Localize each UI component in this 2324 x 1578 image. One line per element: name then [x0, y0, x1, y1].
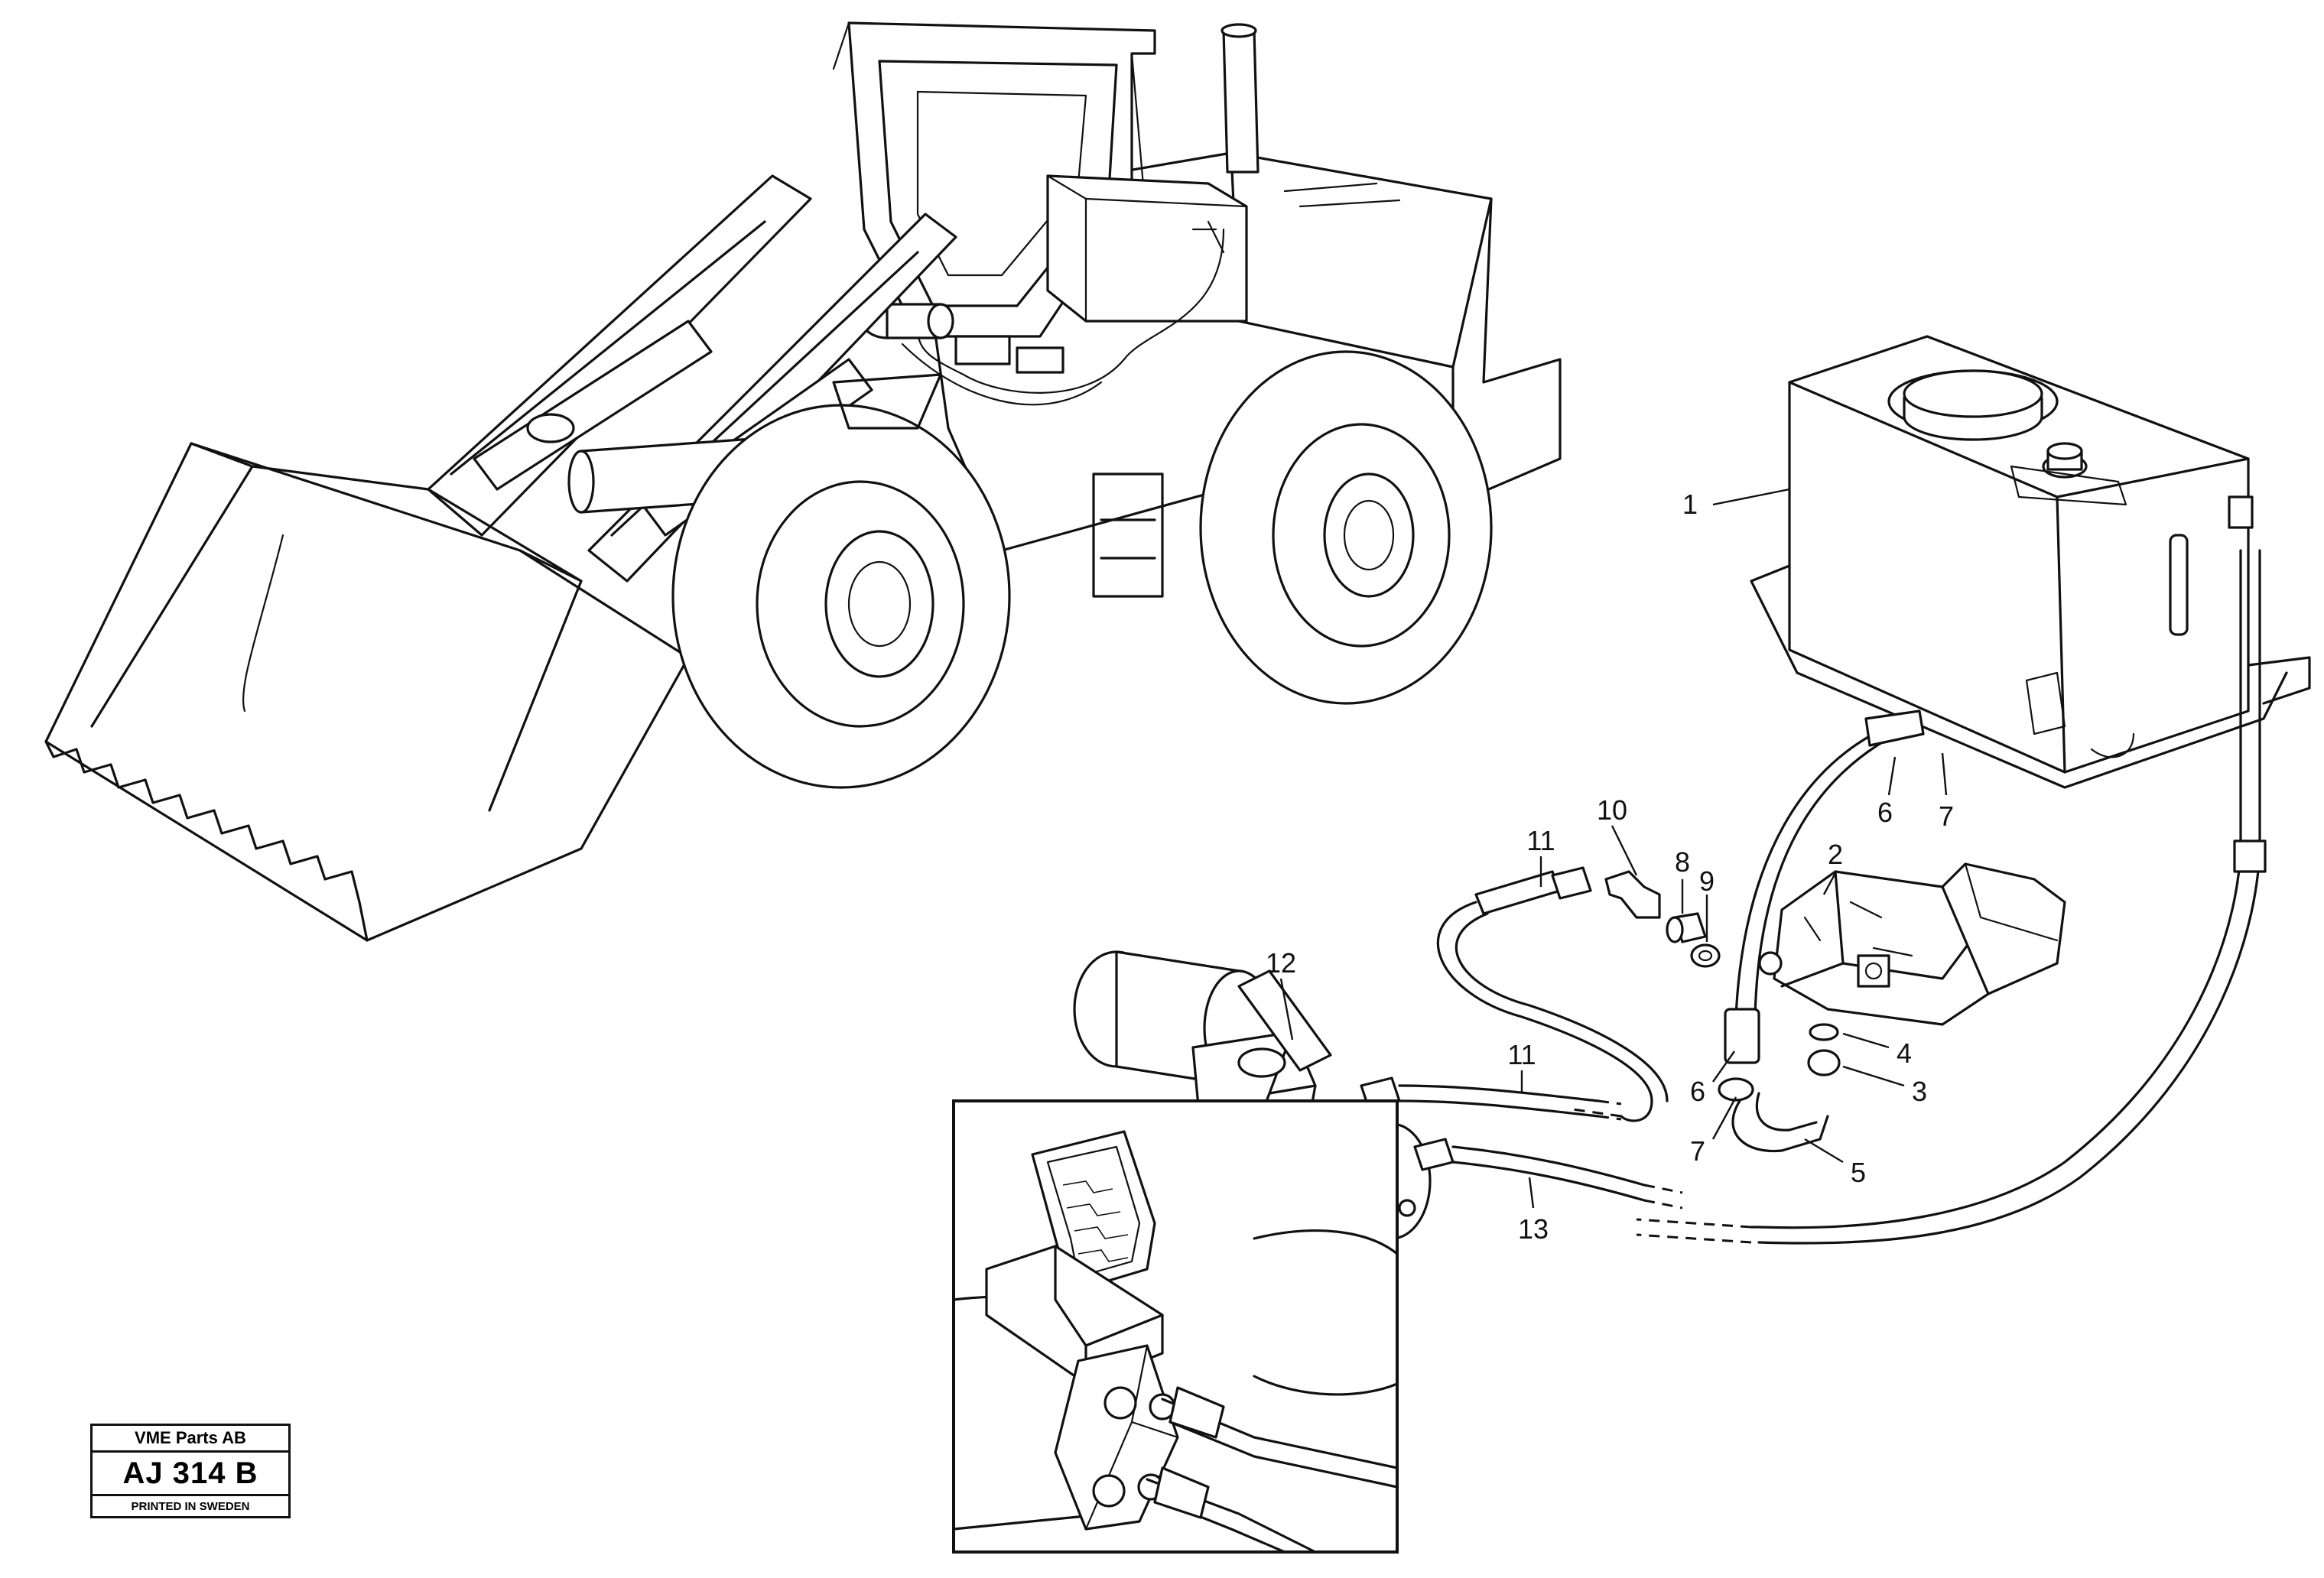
callout-9: 9 [1699, 865, 1715, 897]
wheel-loader-illustration [44, 21, 1562, 942]
callout-7-lower: 7 [1690, 1135, 1705, 1167]
tube-section [1724, 1008, 1760, 1064]
hose-connector [1864, 709, 1925, 747]
callout-2: 2 [1828, 839, 1843, 870]
suction-hose-6 [1731, 725, 1913, 1049]
fitting-chain [1436, 866, 1721, 1122]
callout-11-upper: 11 [1526, 825, 1555, 856]
callout-12: 12 [1266, 947, 1296, 979]
callout-1: 1 [1682, 489, 1698, 520]
pump-illustration [1758, 862, 2066, 1026]
callout-5: 5 [1851, 1157, 1866, 1188]
callout-6-upper: 6 [1877, 797, 1893, 828]
company-name: VME Parts AB [93, 1426, 288, 1453]
leader-lines [1279, 488, 1948, 1209]
drawing-label-box: VME Parts AB AJ 314 B PRINTED IN SWEDEN [90, 1424, 291, 1518]
callout-7-upper: 7 [1939, 800, 1954, 832]
pedal-detail-inset [952, 1099, 1399, 1554]
callout-11-lower: 11 [1507, 1039, 1536, 1070]
callout-4: 4 [1897, 1037, 1912, 1069]
fitting-parts [1718, 1023, 1841, 1102]
long-return-line [1750, 549, 2242, 1229]
callout-labels: 1 2 3 4 5 6 7 6 7 8 9 10 11 11 12 13 [1266, 489, 1954, 1245]
front-tyre-icon [671, 404, 1011, 789]
hydraulic-tank-illustration [1750, 335, 2311, 789]
callout-6-lower: 6 [1690, 1076, 1705, 1107]
printed-in: PRINTED IN SWEDEN [131, 1500, 250, 1513]
rear-tyre-icon [1199, 350, 1493, 705]
drawing-code: AJ 314 B [93, 1453, 288, 1496]
callout-3: 3 [1912, 1076, 1927, 1107]
callout-8: 8 [1675, 846, 1690, 878]
loader-brake-valve-icon [861, 303, 1064, 374]
callout-13: 13 [1518, 1213, 1549, 1245]
callout-10: 10 [1597, 794, 1627, 826]
